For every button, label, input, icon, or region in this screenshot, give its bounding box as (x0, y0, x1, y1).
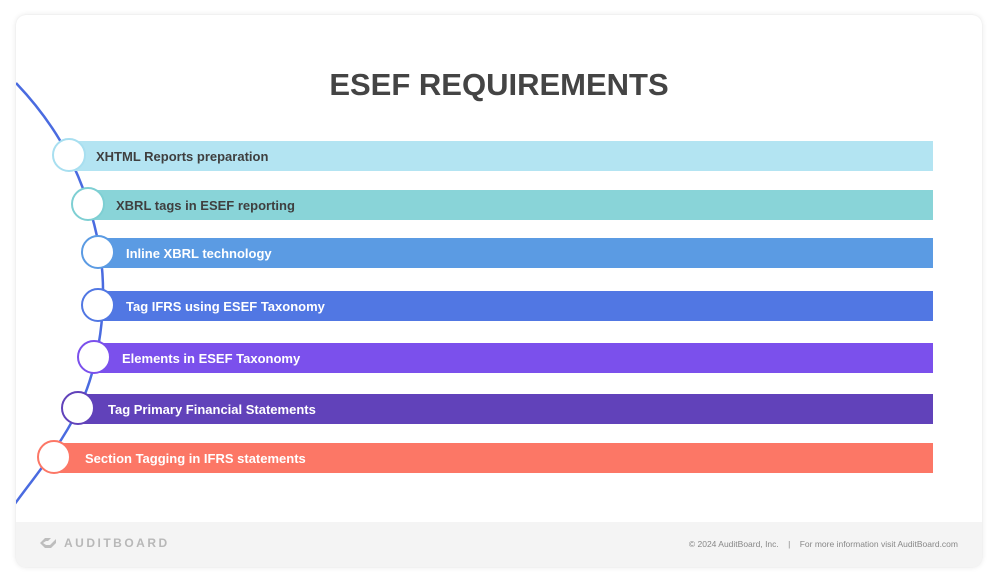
logo-text: AUDITBOARD (64, 536, 170, 550)
slide-title: ESEF REQUIREMENTS (329, 67, 669, 102)
auditboard-logo-icon (40, 538, 56, 548)
slide-footer: AUDITBOARD © 2024 AuditBoard, Inc. | For… (16, 522, 982, 567)
step-label: XHTML Reports preparation (96, 148, 269, 164)
step-bar-5: Elements in ESEF Taxonomy (94, 343, 933, 373)
step-node-3 (81, 235, 115, 269)
footer-copyright: © 2024 AuditBoard, Inc. | For more infor… (689, 539, 958, 549)
step-label: XBRL tags in ESEF reporting (116, 197, 295, 213)
step-label: Elements in ESEF Taxonomy (122, 350, 301, 366)
step-bar-4: Tag IFRS using ESEF Taxonomy (98, 291, 933, 321)
copyright-text: © 2024 AuditBoard, Inc. (688, 539, 779, 549)
step-label: Section Tagging in IFRS statements (85, 450, 306, 466)
step-node-7 (37, 440, 71, 474)
footer-separator: | (788, 539, 791, 549)
step-node-5 (77, 340, 111, 374)
step-node-2 (71, 187, 105, 221)
step-bar-1: XHTML Reports preparation (68, 141, 933, 171)
step-label: Tag Primary Financial Statements (108, 401, 316, 417)
step-node-4 (81, 288, 115, 322)
step-bar-6: Tag Primary Financial Statements (78, 394, 933, 424)
step-node-6 (61, 391, 95, 425)
auditboard-logo: AUDITBOARD (38, 536, 170, 550)
step-bar-2: XBRL tags in ESEF reporting (88, 190, 933, 220)
step-node-1 (52, 138, 86, 172)
step-label: Tag IFRS using ESEF Taxonomy (126, 298, 325, 314)
slide-card: ESEF REQUIREMENTS XHTML Reports preparat… (16, 15, 982, 567)
step-label: Inline XBRL technology (126, 245, 272, 261)
footer-info-text: For more information visit AuditBoard.co… (799, 539, 958, 549)
step-bar-7: Section Tagging in IFRS statements (54, 443, 933, 473)
step-bar-3: Inline XBRL technology (98, 238, 933, 268)
